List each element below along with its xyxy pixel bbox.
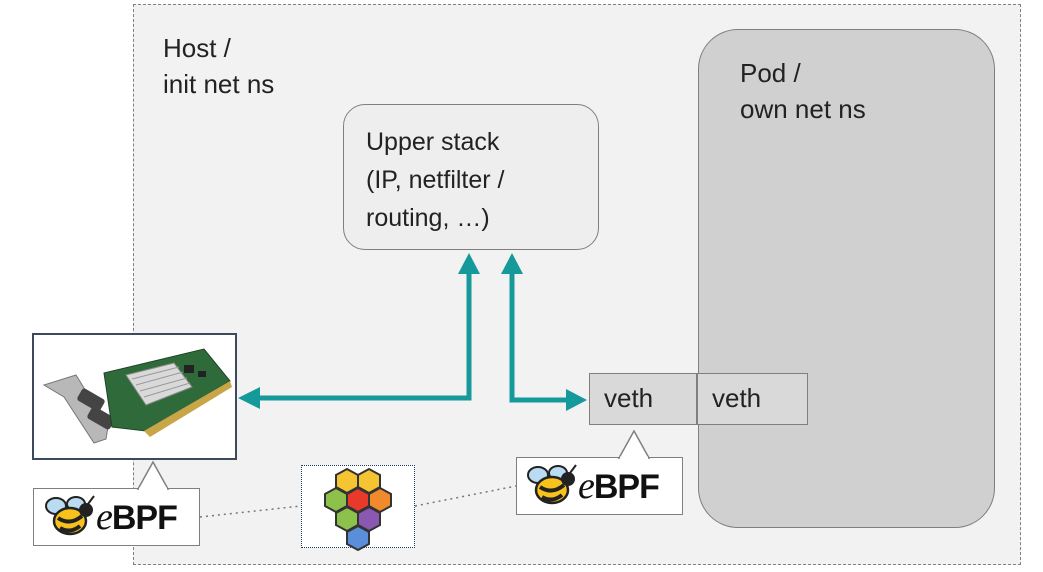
- arrow-nic-upper-stack: [255, 270, 472, 401]
- ebpf-bee-icon-left: [45, 495, 95, 536]
- upper-stack-line3: routing, …): [366, 204, 490, 232]
- arrow-upper-stack-veth: [509, 270, 568, 403]
- pod-label: Pod / own net ns: [740, 55, 866, 127]
- arrowhead-to-nic: [238, 387, 260, 409]
- dotted-link-right: [414, 485, 517, 507]
- nic-box: [32, 333, 237, 460]
- ebpf-e-left: e: [96, 496, 113, 538]
- ebpf-bpf-left: BPF: [111, 499, 178, 537]
- host-label: Host / init net ns: [163, 30, 274, 102]
- upper-stack-line1: Upper stack: [366, 128, 500, 156]
- callout-pointer-right: [617, 429, 651, 460]
- arrowhead-to-veth: [566, 389, 587, 411]
- pod-label-line2: own net ns: [740, 94, 866, 124]
- ebpf-bee-icon-right: [527, 464, 577, 505]
- upper-stack-line2: (IP, netfilter /: [366, 166, 505, 194]
- network-card-icon: [42, 348, 232, 444]
- ebpf-logo-text-right: eBPF: [578, 464, 660, 508]
- pod-label-line1: Pod /: [740, 58, 801, 88]
- arrowhead-to-upper-right: [501, 253, 523, 274]
- veth-pod: veth: [697, 373, 808, 425]
- upper-stack-box: [343, 104, 599, 250]
- ebpf-bpf-right: BPF: [593, 468, 660, 506]
- dotted-link-left: [199, 505, 302, 518]
- ebpf-e-right: e: [578, 465, 595, 507]
- pod-namespace: [698, 29, 995, 528]
- ebpf-logo-text-left: eBPF: [96, 495, 178, 539]
- host-label-line2: init net ns: [163, 69, 275, 99]
- upper-stack-label: Upper stack (IP, netfilter / routing, …): [366, 123, 505, 237]
- callout-pointer-left: [136, 460, 170, 491]
- cilium-hexagon-logo-icon: [324, 467, 392, 552]
- arrowhead-to-upper-left: [458, 253, 480, 274]
- veth-host: veth: [589, 373, 697, 425]
- host-label-line1: Host /: [163, 33, 231, 63]
